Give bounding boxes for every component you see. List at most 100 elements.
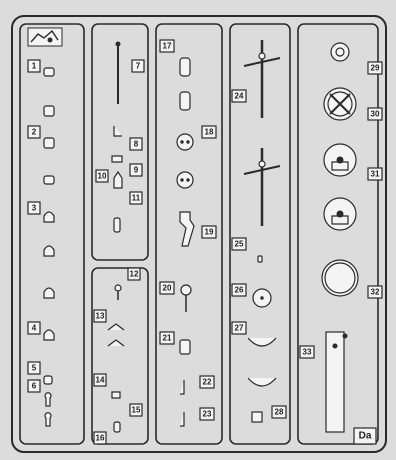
part-number-33: 33 [303,348,312,357]
part-number-22: 22 [203,378,212,387]
part-shape [323,197,357,231]
part-shape [43,287,55,299]
part-number-box [131,59,145,73]
part-shape [115,41,121,104]
part-shape [179,339,191,355]
runner-col-2-bottom [91,267,149,445]
part-number-19: 19 [205,228,214,237]
part-number-2: 2 [32,128,37,137]
part-shape [180,284,192,312]
part-number-9: 9 [134,166,139,175]
part-shape [323,143,357,177]
part-number-box [127,267,141,281]
part-number-box [367,167,383,181]
part-number-13: 13 [96,312,105,321]
runner-col-5 [297,23,379,445]
part-number-box [27,59,41,73]
part-shape [113,217,121,233]
part-number-29: 29 [371,64,380,73]
part-shape [179,57,191,77]
part-number-15: 15 [132,406,141,415]
part-number-14: 14 [96,376,105,385]
part-shape [323,87,357,121]
part-shape [111,155,123,163]
part-number-box [367,107,383,121]
part-shape [243,40,281,118]
part-shape [252,288,272,308]
part-number-box [159,39,175,53]
part-number-box [231,283,247,297]
part-number-8: 8 [134,140,139,149]
part-number-28: 28 [275,408,284,417]
part-number-box [231,321,247,335]
part-shape [43,245,55,257]
part-number-box [199,375,215,389]
part-shape [330,42,350,62]
part-number-box [201,225,217,239]
part-number-26: 26 [235,286,244,295]
part-number-24: 24 [235,92,244,101]
part-number-box [129,191,143,205]
part-shape [43,175,55,185]
part-number-box [159,281,175,295]
part-shape [111,391,121,399]
part-shape [179,211,195,247]
part-number-12: 12 [130,270,139,279]
part-number-box [129,163,143,177]
part-shape [43,67,55,77]
part-shape [113,421,121,433]
part-number-6: 6 [32,382,37,391]
part-shape [113,170,123,189]
part-number-27: 27 [235,324,244,333]
part-number-box [231,237,247,251]
part-shape [43,211,55,223]
part-shape [243,148,281,226]
part-number-10: 10 [98,172,107,181]
part-number-20: 20 [163,284,172,293]
col1-parts [43,67,55,427]
part-shape [176,133,194,151]
part-shape [114,284,122,300]
part-number-4: 4 [32,324,37,333]
part-shape [44,412,52,427]
part-number-32: 32 [371,288,380,297]
part-shape [107,323,125,347]
part-shape [251,411,263,423]
part-shape [43,375,53,385]
part-number-box [93,309,107,323]
maker-logo [27,27,63,47]
part-number-box [93,431,107,445]
part-shape [176,171,194,189]
col3-parts [176,57,195,427]
part-number-box [201,125,217,139]
part-number-5: 5 [32,364,37,373]
runner-col-2-top [91,23,149,261]
part-number-25: 25 [235,240,244,249]
part-shape [43,105,55,117]
part-number-box [27,125,41,139]
part-number-box [27,321,41,335]
runner-col-1 [19,23,85,445]
col4-parts [243,40,281,423]
part-number-box [27,379,41,393]
part-number-1: 1 [32,62,37,71]
part-shape [321,259,359,297]
part-shape [247,337,277,387]
part-shape [43,329,55,341]
part-number-box [367,285,383,299]
sprue-id-box [353,427,377,445]
runner-col-3 [155,23,223,445]
part-number-box [129,137,143,151]
col2-parts [107,41,125,433]
part-number-16: 16 [96,434,105,443]
part-number-box [27,201,41,215]
sprue-id: Da [353,427,377,445]
part-number-17: 17 [163,42,172,51]
part-number-box [129,403,143,417]
part-number-box [271,405,287,419]
part-shape [325,331,348,433]
part-number-box [93,373,107,387]
part-shape [44,392,52,407]
part-shape [43,137,55,149]
